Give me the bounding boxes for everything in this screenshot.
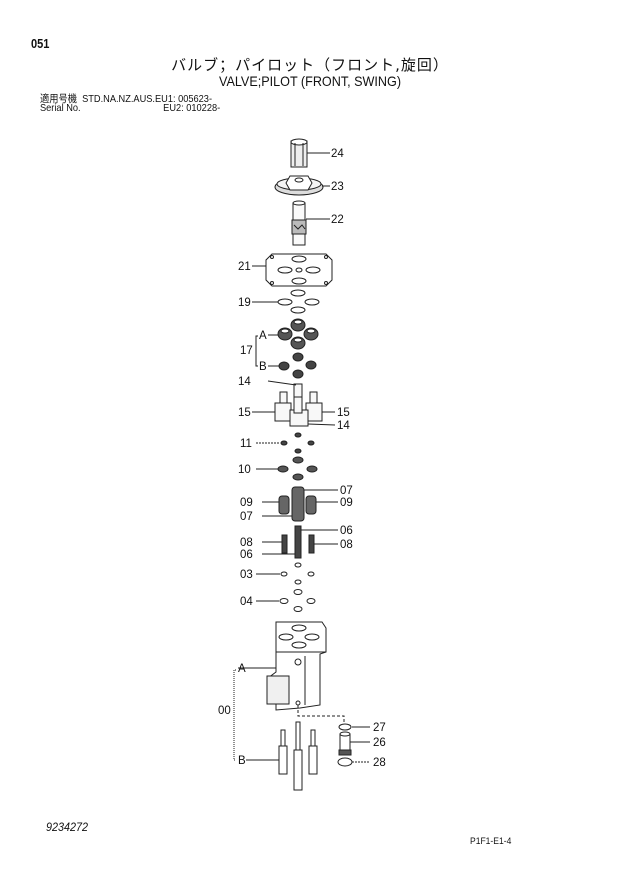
part-19-o-rings: [277, 289, 320, 314]
callout-00-A: A: [238, 663, 246, 675]
title-japanese: バルブ；パイロット（フロント,旋回）: [171, 56, 449, 74]
callout-15-right: 15: [337, 407, 350, 419]
serial-line-2: Serial No. EU2: 010228-: [40, 102, 220, 114]
part-24-sleeve: [290, 138, 308, 168]
part-06-08-springs: [281, 525, 315, 559]
part-17B-seals: [278, 352, 317, 379]
callout-11: 11: [240, 438, 252, 450]
callout-09-left: 09: [240, 497, 253, 509]
part-21-plate: [265, 253, 333, 287]
callout-26: 26: [373, 737, 386, 749]
callout-10: 10: [238, 464, 251, 476]
part-00A-body: [266, 621, 327, 711]
title-english: VALVE;PILOT (FRONT, SWING): [218, 73, 402, 89]
serial-label-jp: 適用号機: [40, 93, 77, 105]
callout-07-left: 07: [240, 511, 253, 523]
callout-24: 24: [331, 148, 344, 160]
part-11-rings: [280, 432, 315, 454]
callout-17-B: B: [259, 361, 267, 373]
part-22-plunger: [291, 200, 307, 246]
callout-17: 17: [240, 345, 253, 357]
callout-08-right: 08: [340, 539, 353, 551]
serial-value-2: EU2: 010228-: [163, 102, 221, 114]
callout-06-left: 06: [240, 549, 253, 561]
callout-21: 21: [238, 261, 251, 273]
page-number: 051: [31, 36, 50, 51]
callout-17-A: A: [259, 330, 267, 342]
callout-07-right: 07: [340, 485, 353, 497]
part-27-o-ring: [338, 723, 352, 731]
part-00B-pins: [278, 721, 318, 791]
part-07-09-springs: [278, 486, 317, 522]
part-26-plug: [338, 731, 352, 756]
serial-value-1: STD.NA.NZ.AUS.EU1: 005623-: [82, 93, 213, 105]
callout-00: 00: [218, 705, 231, 717]
callout-27: 27: [373, 722, 386, 734]
callout-23: 23: [331, 181, 344, 193]
part-04-washers: [279, 589, 316, 612]
part-03-shims: [280, 562, 315, 585]
page-code: P1F1-E1-4: [470, 836, 512, 847]
callout-00-B: B: [238, 755, 246, 767]
callout-15-left: 15: [238, 407, 251, 419]
callout-09-right: 09: [340, 497, 353, 509]
drawing-number: 9234272: [46, 820, 89, 834]
callout-14-upper: 14: [238, 376, 251, 388]
callout-22: 22: [331, 214, 344, 226]
callout-labels: 24 23 22 21 19 17 A B 14 15 15 14 11 10 …: [218, 148, 386, 769]
callout-04: 04: [240, 596, 253, 608]
callout-08-left: 08: [240, 537, 253, 549]
serial-label-en: Serial No.: [40, 102, 81, 114]
part-28-o-ring: [337, 757, 353, 767]
callout-19: 19: [238, 297, 251, 309]
callout-28: 28: [373, 757, 386, 769]
callout-06-right: 06: [340, 525, 353, 537]
callout-14-lower: 14: [337, 420, 350, 432]
serial-line-1: 適用号機 STD.NA.NZ.AUS.EU1: 005623-: [40, 91, 212, 106]
part-10-washers: [277, 456, 318, 481]
part-15-guides: [274, 383, 323, 427]
part-23-nut-washer: [274, 175, 324, 196]
callout-03: 03: [240, 569, 253, 581]
